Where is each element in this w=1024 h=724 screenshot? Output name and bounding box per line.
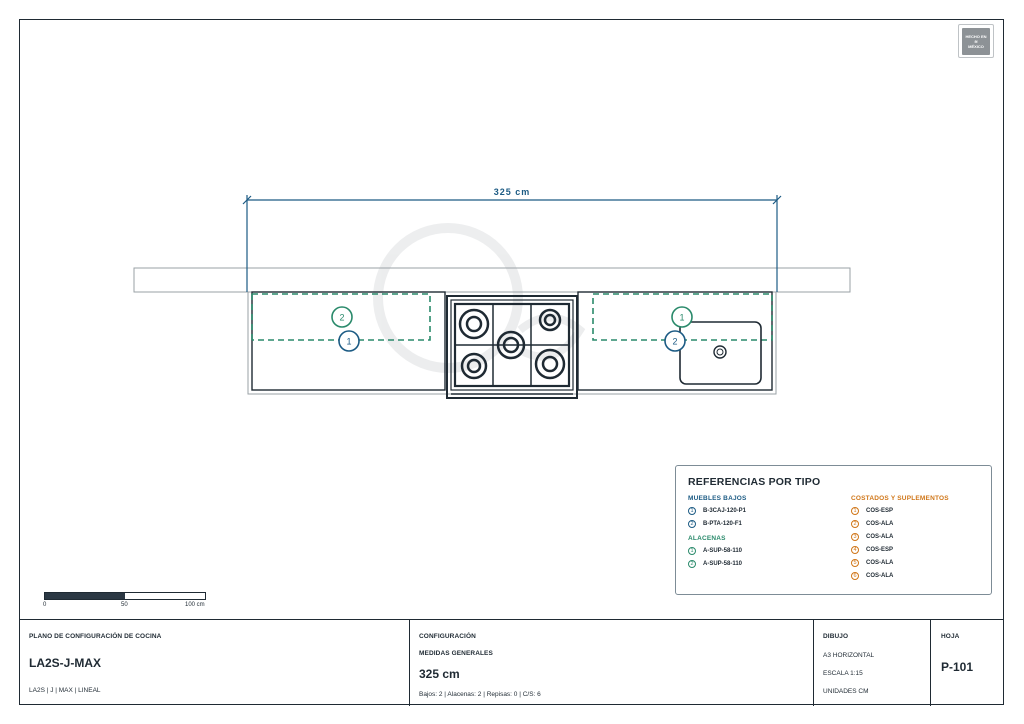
- scale-label: 0: [43, 602, 47, 608]
- marker-upper-right: 1: [671, 306, 693, 328]
- ref-item: 1 A-SUP-58-110: [688, 546, 742, 556]
- references-title: REFERENCIAS POR TIPO: [688, 476, 821, 488]
- title-cell-hoja: HOJA P-101: [931, 620, 1004, 706]
- alacenas-heading: ALACENAS: [688, 535, 726, 542]
- ref-item: 3 COS-ALA: [851, 532, 893, 542]
- references-panel: REFERENCIAS POR TIPO MUEBLES BAJOS 1 B-3…: [675, 465, 992, 595]
- muebles-bajos-heading: MUEBLES BAJOS: [688, 495, 747, 502]
- model-code: LA2S-J-MAX: [29, 656, 102, 670]
- hoja-heading: HOJA: [941, 633, 960, 640]
- drawing-scale: ESCALA 1:15: [823, 670, 863, 677]
- overall-dimension: [242, 195, 782, 292]
- base-cabinet-left: [251, 291, 446, 391]
- scale-bar: [44, 592, 206, 600]
- marker-low-right: 2: [664, 330, 686, 352]
- svg-text:2: 2: [339, 313, 344, 323]
- drawing-units: UNIDADES CM: [823, 688, 869, 695]
- base-cabinets-outline: [247, 291, 777, 395]
- configuracion-heading: CONFIGURACIÓN: [419, 633, 476, 640]
- sheet-format: A3 HORIZONTAL: [823, 652, 875, 659]
- costados-heading: COSTADOS Y SUPLEMENTOS: [851, 495, 949, 502]
- watermark-logo: [373, 223, 586, 373]
- sheet-number: P-101: [941, 660, 974, 674]
- ref-item: 2 B-PTA-120-F1: [688, 519, 742, 529]
- title-cell-configuracion: CONFIGURACIÓN MEDIDAS GENERALES 325 cm B…: [410, 620, 814, 706]
- marker-low-left: 1: [338, 330, 360, 352]
- model-details: LA2S | J | MAX | LINEAL: [29, 687, 101, 694]
- flag-icon: ≋: [974, 38, 978, 44]
- scale-label: 100 cm: [185, 602, 205, 608]
- overall-measure: 325 cm: [419, 667, 460, 681]
- title-block: PLANO DE CONFIGURACIÓN DE COCINA LA2S-J-…: [19, 619, 1004, 706]
- sink: [679, 321, 762, 385]
- ref-item: 2 A-SUP-58-110: [688, 559, 742, 569]
- ref-item: 1 B-3CAJ-120-P1: [688, 506, 746, 516]
- badge-line1: HECHO EN: [965, 33, 987, 39]
- scale-label: 50: [121, 602, 128, 608]
- ref-item: 4 COS-ESP: [851, 545, 893, 555]
- marker-upper-left: 2: [331, 306, 353, 328]
- made-in-mexico-badge: HECHO EN ≋ MÉXICO: [958, 24, 994, 58]
- ref-item: 2 COS-ALA: [851, 519, 893, 529]
- svg-text:2: 2: [672, 337, 677, 347]
- title-cell-dibujo: DIBUJO A3 HORIZONTAL ESCALA 1:15 UNIDADE…: [814, 620, 931, 706]
- ref-item: 5 COS-ALA: [851, 558, 893, 568]
- stove: [446, 295, 578, 399]
- medidas-heading: MEDIDAS GENERALES: [419, 650, 493, 657]
- ref-item: 1 COS-ESP: [851, 506, 893, 516]
- title-cell-plano: PLANO DE CONFIGURACIÓN DE COCINA LA2S-J-…: [19, 620, 410, 706]
- badge-line2: MÉXICO: [968, 43, 984, 49]
- configuration-summary: Bajos: 2 | Alacenas: 2 | Repisas: 0 | C/…: [419, 691, 541, 698]
- plano-heading: PLANO DE CONFIGURACIÓN DE COCINA: [29, 633, 162, 640]
- wall-band: [133, 267, 851, 293]
- dimension-label: 325 cm: [494, 187, 531, 197]
- svg-text:1: 1: [346, 337, 351, 347]
- ref-item: 6 COS-ALA: [851, 571, 893, 581]
- drawing-sheet: [19, 19, 1004, 705]
- svg-text:1: 1: [679, 313, 684, 323]
- dibujo-heading: DIBUJO: [823, 633, 849, 640]
